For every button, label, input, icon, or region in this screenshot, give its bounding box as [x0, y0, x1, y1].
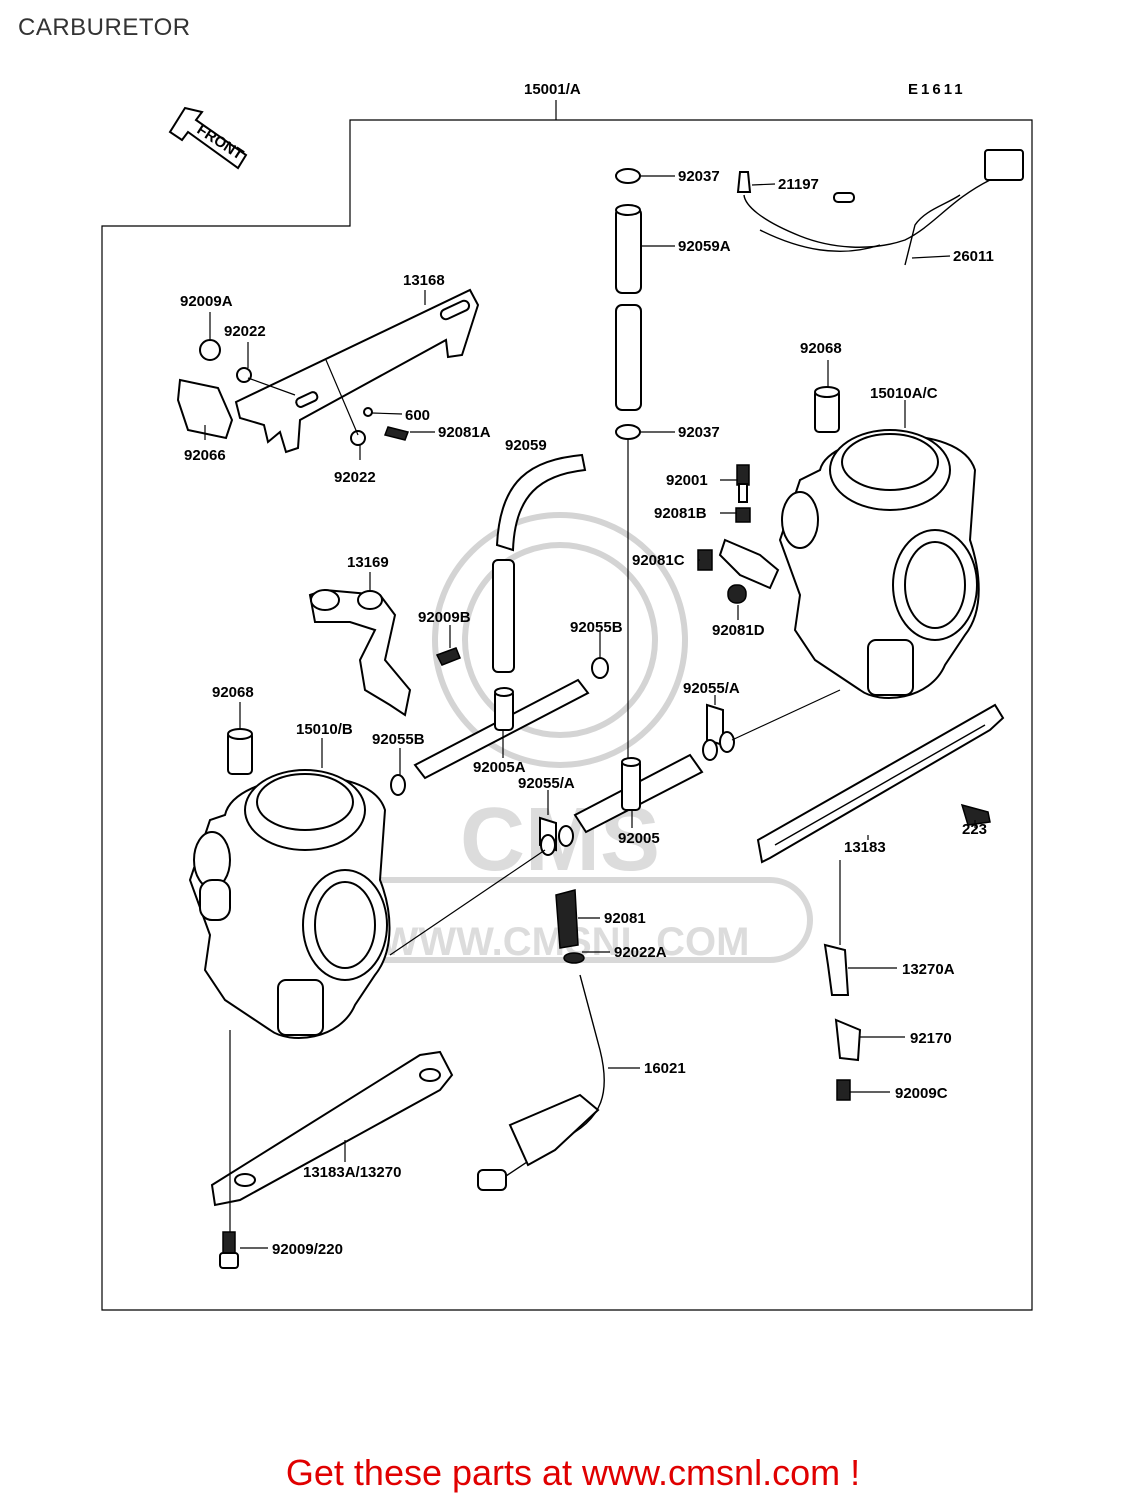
label-92170: 92170 — [910, 1030, 952, 1047]
label-92059: 92059 — [505, 437, 547, 454]
label-223: 223 — [962, 821, 987, 838]
page-title: CARBURETOR — [18, 14, 191, 41]
label-15010ac: 15010A/C — [870, 385, 938, 402]
vent-tubes — [492, 168, 642, 760]
label-92066: 92066 — [184, 447, 226, 464]
label-92022-bot: 92022 — [334, 469, 376, 486]
label-92055b-right: 92055B — [570, 619, 623, 636]
label-13270a: 13270A — [902, 961, 955, 978]
label-600: 600 — [405, 407, 430, 424]
label-92055b-left: 92055B — [372, 731, 425, 748]
assembly-boundary — [101, 119, 1033, 1311]
label-92001: 92001 — [666, 472, 708, 489]
label-15001a: 15001/A — [524, 81, 581, 98]
label-92059a: 92059A — [678, 238, 731, 255]
fuel-pipes — [389, 657, 841, 956]
label-16021: 16021 — [644, 1060, 686, 1077]
bracket-13168 — [176, 288, 480, 454]
label-13183a: 13183A/13270 — [303, 1164, 401, 1181]
label-13168: 13168 — [403, 272, 445, 289]
bottom-bolt — [219, 1030, 239, 1269]
label-13183: 13183 — [844, 839, 886, 856]
label-15010b: 15010/B — [296, 721, 353, 738]
bracket-13169 — [308, 588, 461, 717]
part-labels: E1611 15001/A 92037 21197 92059A 26011 1… — [180, 81, 994, 1258]
cable-bracket — [823, 860, 862, 1101]
label-92081: 92081 — [604, 910, 646, 927]
front-arrow-icon: FRONT — [168, 106, 248, 170]
label-92009c: 92009C — [895, 1085, 948, 1102]
carburetor-right — [778, 386, 980, 699]
parts-diagram: CMS WWW.CMSNL.COM FRONT — [101, 81, 1033, 1311]
diagram-code: E1611 — [908, 81, 966, 98]
get-parts-link[interactable]: Get these parts at www.cmsnl.com ! — [285, 1452, 861, 1493]
leader-lines — [204, 175, 976, 1249]
label-92081d: 92081D — [712, 622, 765, 639]
linkage-rods — [210, 703, 1005, 1207]
label-92081b: 92081B — [654, 505, 707, 522]
label-92068-right: 92068 — [800, 340, 842, 357]
label-92005a: 92005A — [473, 759, 526, 776]
label-92068-left: 92068 — [212, 684, 254, 701]
label-92022-top: 92022 — [224, 323, 266, 340]
label-21197: 21197 — [778, 176, 819, 193]
label-92037-top: 92037 — [678, 168, 720, 185]
label-92009a: 92009A — [180, 293, 233, 310]
carburetor-left — [188, 728, 391, 1039]
label-13169: 13169 — [347, 554, 389, 571]
label-92055a-left: 92055/A — [518, 775, 575, 792]
label-92009-220: 92009/220 — [272, 1241, 343, 1258]
label-92081a: 92081A — [438, 424, 491, 441]
label-92055a-right: 92055/A — [683, 680, 740, 697]
label-92022a: 92022A — [614, 944, 667, 961]
sensor-harness — [736, 149, 1024, 266]
choke-cable — [477, 889, 606, 1191]
label-92009b: 92009B — [418, 609, 471, 626]
carb-right-hardware — [697, 464, 780, 604]
label-92081c: 92081C — [632, 552, 685, 569]
label-26011: 26011 — [953, 248, 994, 265]
label-92005: 92005 — [618, 830, 660, 847]
label-92037-mid: 92037 — [678, 424, 720, 441]
